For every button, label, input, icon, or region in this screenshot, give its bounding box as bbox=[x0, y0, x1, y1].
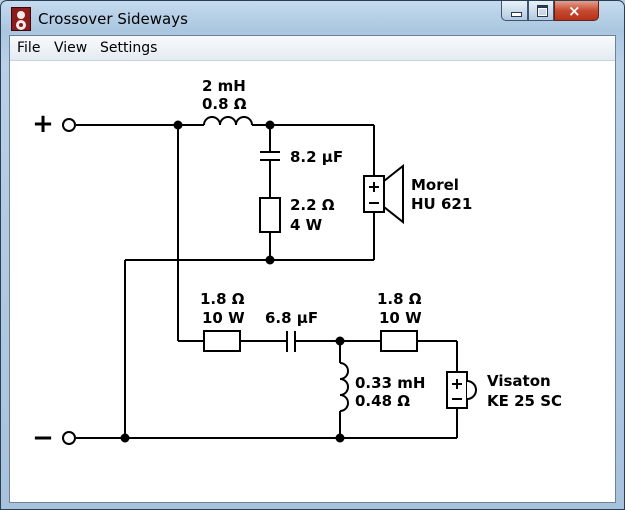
capacitor-top-value: 8.2 µF bbox=[290, 148, 343, 166]
speaker-app-icon[interactable] bbox=[11, 7, 31, 31]
maximize-button[interactable] bbox=[528, 1, 554, 21]
tweeter-model: KE 25 SC bbox=[487, 392, 562, 410]
resistor-top-symbol[interactable] bbox=[259, 197, 281, 233]
minus-sign: − bbox=[32, 423, 54, 453]
resistor-bottom-left-symbol[interactable] bbox=[203, 330, 241, 352]
menu-bar: File View Settings bbox=[10, 36, 615, 61]
close-icon: × bbox=[568, 2, 581, 20]
minimize-button[interactable] bbox=[501, 1, 528, 21]
minimize-icon bbox=[511, 12, 522, 17]
plus-terminal[interactable] bbox=[62, 118, 76, 132]
window-title: Crossover Sideways bbox=[38, 10, 188, 28]
resistor-top-power: 4 W bbox=[290, 216, 323, 234]
resistor-bottom-right-power: 10 W bbox=[379, 309, 422, 327]
inductor-top-value: 2 mH bbox=[202, 77, 246, 95]
tweeter-brand: Visaton bbox=[487, 372, 551, 390]
maximize-icon bbox=[537, 5, 548, 17]
capacitor-bottom-value: 6.8 µF bbox=[265, 309, 318, 327]
menu-file[interactable]: File bbox=[17, 40, 41, 56]
inductor-bottom-value: 0.33 mH bbox=[355, 374, 425, 392]
title-bar[interactable]: Crossover Sideways × bbox=[1, 1, 624, 35]
plus-sign: + bbox=[32, 109, 54, 139]
inductor-top-symbol[interactable] bbox=[203, 116, 253, 126]
resistor-bottom-right-symbol[interactable] bbox=[380, 330, 418, 352]
resistor-bottom-left-value: 1.8 Ω bbox=[200, 290, 245, 308]
close-button[interactable]: × bbox=[554, 1, 599, 21]
menu-settings[interactable]: Settings bbox=[100, 40, 158, 56]
resistor-bottom-right-value: 1.8 Ω bbox=[377, 290, 422, 308]
resistor-top-value: 2.2 Ω bbox=[290, 196, 335, 214]
woofer-speaker-icon[interactable] bbox=[363, 163, 404, 225]
woofer-model: HU 621 bbox=[411, 195, 472, 213]
inductor-top-resistance: 0.8 Ω bbox=[202, 95, 247, 113]
inductor-bottom-resistance: 0.48 Ω bbox=[355, 392, 410, 410]
woofer-brand: Morel bbox=[411, 176, 459, 194]
resistor-bottom-left-power: 10 W bbox=[202, 309, 245, 327]
client-area: File View Settings bbox=[9, 35, 616, 503]
menu-view[interactable]: View bbox=[54, 40, 88, 56]
minus-terminal[interactable] bbox=[62, 431, 76, 445]
tweeter-speaker-icon[interactable] bbox=[446, 371, 477, 409]
junction-dots bbox=[120, 120, 345, 443]
inductor-bottom-symbol[interactable] bbox=[339, 362, 349, 412]
crossover-schematic[interactable]: + − 2 mH 0.8 Ω 8.2 bbox=[9, 59, 616, 502]
